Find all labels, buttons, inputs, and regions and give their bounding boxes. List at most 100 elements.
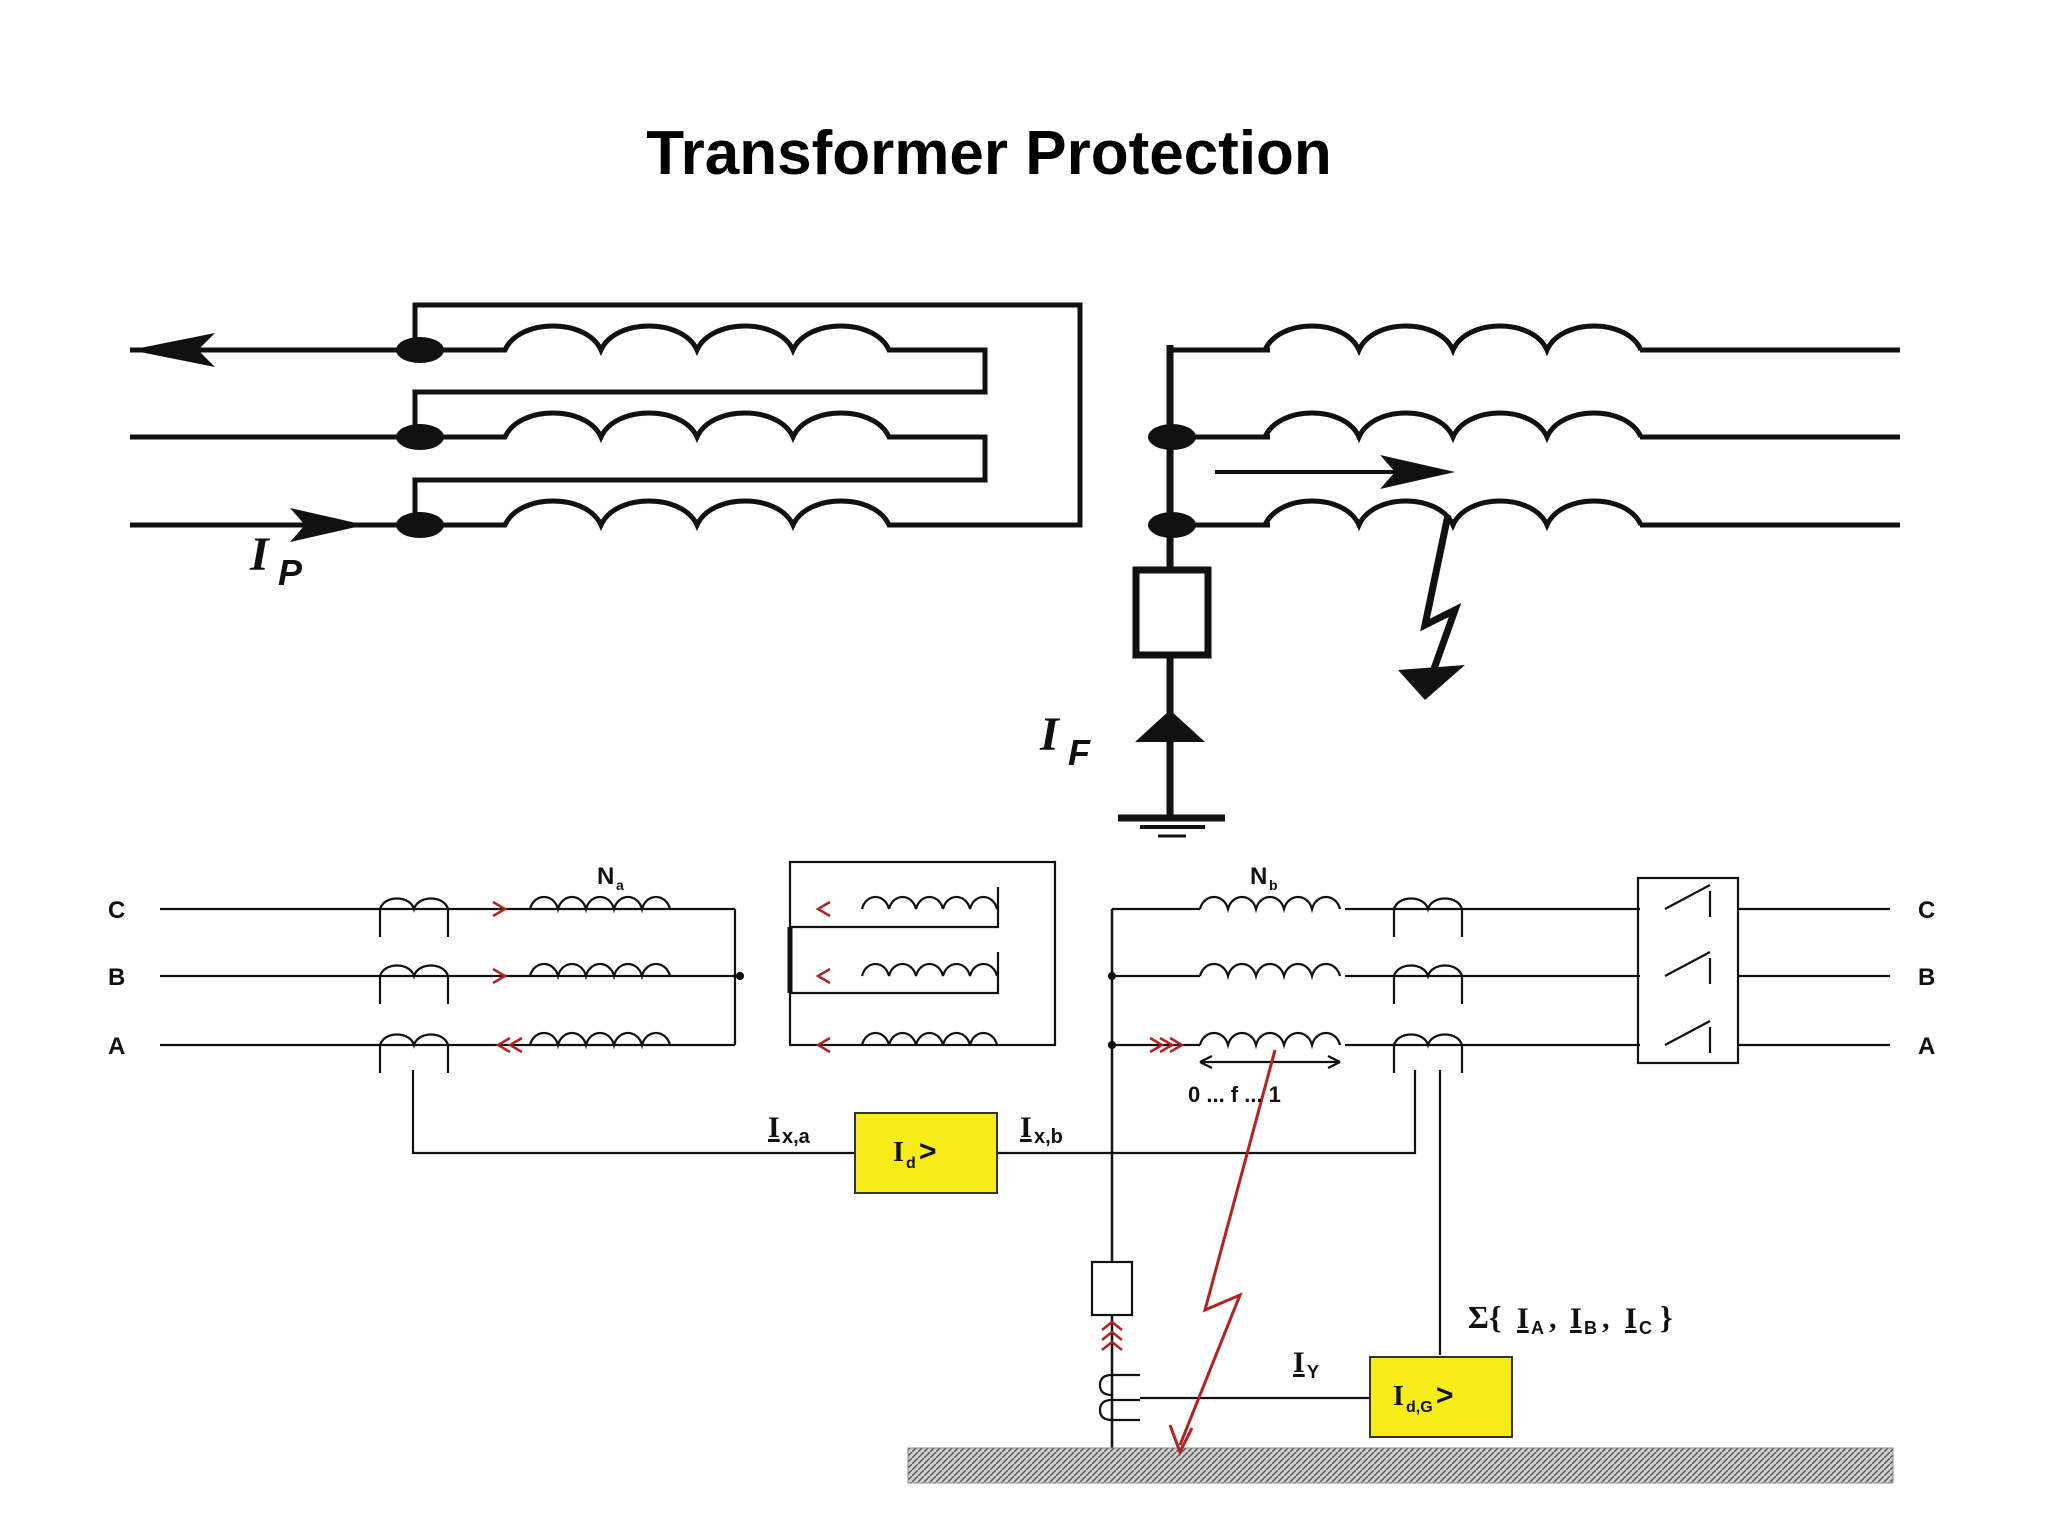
direction-arrow-c — [492, 900, 508, 918]
primary-windings — [420, 323, 985, 532]
neutral-arrow — [1101, 1320, 1123, 1351]
core-coil — [860, 895, 999, 910]
sum-comma: , — [1549, 1302, 1557, 1335]
fault-current-label: I F — [1039, 708, 1091, 773]
phase-label-c-left: C — [108, 897, 125, 924]
ground-relay-subscript: d,G — [1406, 1399, 1433, 1416]
primary-coil — [420, 498, 985, 532]
sum-current-label: Σ{ I A , I B , I C } — [1468, 1299, 1673, 1338]
fault-lightning-icon — [1420, 514, 1462, 682]
fault-lightning-arrowhead — [1398, 665, 1465, 700]
outgoing-arrow-icon — [130, 333, 215, 367]
right-ct — [1392, 897, 1464, 937]
nb-coil — [1198, 962, 1342, 981]
ground-differential-relay — [1369, 1356, 1513, 1438]
sum-prefix: Σ{ — [1468, 1299, 1502, 1335]
core-inner-paths — [790, 887, 1000, 995]
nb-coil — [1198, 1031, 1342, 1050]
winding-na — [528, 895, 672, 1050]
primary-coil — [420, 410, 985, 444]
delta-connection — [412, 434, 988, 525]
phase-label-b-left: B — [108, 964, 125, 991]
ground-relay-suffix: > — [1436, 1379, 1454, 1412]
fault-current-subscript: F — [1068, 732, 1091, 773]
junction-dot — [1148, 512, 1196, 538]
breaker-contact — [1664, 951, 1712, 984]
right-current-transformers — [1392, 897, 1464, 1073]
junction-dot — [1107, 1040, 1117, 1050]
diff-relay-suffix: > — [919, 1135, 937, 1168]
winding-a-subscript: a — [616, 877, 624, 893]
sum-ic: I — [1625, 1302, 1637, 1335]
secondary-coil — [1262, 410, 1645, 444]
direction-arrow-a — [495, 1036, 523, 1054]
page-title: Transformer Protection — [646, 119, 1332, 188]
phase-label-b-right: B — [1918, 964, 1935, 991]
secondary-coil — [1262, 323, 1645, 357]
internal-current-arrow-icon — [1380, 455, 1455, 489]
secondary-windings — [1262, 323, 1645, 532]
fault-current-arrow-icon — [1135, 710, 1205, 742]
sum-ib: I — [1570, 1302, 1582, 1335]
ground-bar — [907, 1447, 1894, 1484]
breaker-contact — [1664, 1020, 1712, 1053]
left-ct — [378, 964, 450, 1004]
wire-ix-a — [411, 1070, 855, 1155]
winding-b-subscript: b — [1269, 877, 1278, 893]
top-diagram — [130, 302, 1900, 838]
transformer-core — [788, 860, 1057, 1047]
na-coil — [528, 1031, 672, 1050]
neutral-resistor — [1132, 566, 1212, 659]
breaker-contact — [1664, 884, 1712, 917]
secondary-arrow-a — [1149, 1036, 1185, 1054]
core-windings — [860, 895, 999, 1046]
core-arrow-c — [815, 900, 831, 918]
neutral-ct — [1098, 1373, 1140, 1422]
junction-dot — [1148, 424, 1196, 450]
left-ct — [378, 897, 450, 937]
breaker-contacts — [1664, 884, 1712, 1053]
ixa-symbol: I — [768, 1111, 780, 1144]
ixb-symbol: I — [1020, 1111, 1032, 1144]
wire-ix-b — [997, 1070, 1417, 1155]
fault-lightning-red-icon — [1178, 1049, 1277, 1446]
iy-symbol: I — [1293, 1346, 1305, 1379]
left-current-transformers — [378, 897, 450, 1073]
sum-ic-sub: C — [1639, 1318, 1652, 1338]
phase-label-a-right: A — [1918, 1033, 1935, 1060]
core-coil — [860, 962, 999, 977]
iy-subscript: Y — [1307, 1362, 1319, 1382]
winding-b-symbol: N — [1250, 863, 1267, 890]
fault-lightning-red-arrowhead — [1168, 1424, 1194, 1456]
sum-ib-sub: B — [1584, 1318, 1597, 1338]
na-coil — [528, 962, 672, 981]
circuit-breaker — [1636, 876, 1740, 1065]
phase-label-c-right: C — [1918, 897, 1935, 924]
incoming-arrow-icon — [290, 508, 365, 542]
ixb-subscript: x,b — [1034, 1126, 1063, 1148]
core-arrow-a — [815, 1036, 831, 1054]
diff-relay-symbol: I — [893, 1137, 904, 1168]
winding-nb — [1198, 895, 1342, 1050]
neutral-resistor-small — [1090, 1260, 1134, 1317]
left-ct — [378, 1033, 450, 1073]
phase-labels: C B A C B A — [108, 897, 1935, 1060]
current-direction-marks — [492, 900, 1277, 1456]
core-coil — [860, 1031, 999, 1046]
sum-ia-sub: A — [1531, 1318, 1544, 1338]
winding-labels: N a N b 0 ... f ... 1 — [597, 863, 1281, 1107]
phase-label-a-left: A — [108, 1033, 125, 1060]
delta-connection — [412, 302, 1083, 528]
bottom-diagram — [160, 860, 1894, 1484]
primary-coil — [420, 323, 985, 357]
secondary-coil — [1262, 498, 1645, 532]
right-ct — [1392, 1033, 1464, 1073]
direction-arrow-b — [492, 967, 508, 985]
ixa-subscript: x,a — [782, 1126, 811, 1148]
primary-current-subscript: P — [278, 552, 303, 593]
ground-relay-symbol: I — [1393, 1381, 1404, 1412]
sum-suffix: } — [1660, 1299, 1673, 1335]
delta-connection — [412, 347, 988, 437]
sum-ia: I — [1517, 1302, 1529, 1335]
